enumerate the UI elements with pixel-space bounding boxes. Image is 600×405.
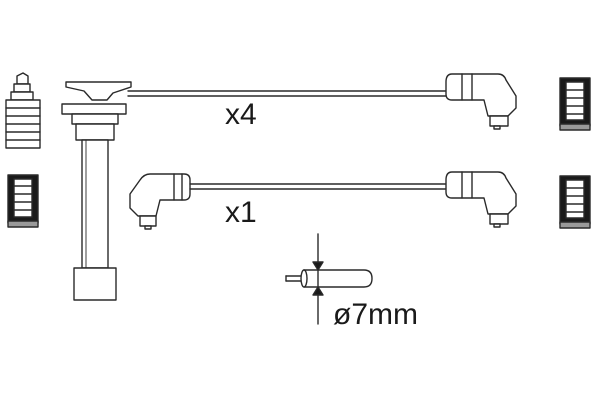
cable-diameter-callout bbox=[286, 234, 372, 324]
sleeve-boot-top-right bbox=[560, 78, 590, 130]
sleeve-boot-mid-right bbox=[560, 176, 590, 228]
diameter-label: ø7mm bbox=[333, 298, 418, 331]
right-angle-connector-short-right bbox=[446, 172, 516, 227]
coil-lead-x1 bbox=[190, 184, 448, 189]
quantity-label-short-lead: x1 bbox=[225, 196, 257, 229]
sleeve-boot-left bbox=[8, 175, 38, 227]
coil-lead-x4 bbox=[62, 82, 448, 300]
right-angle-connector-short-left bbox=[130, 174, 190, 229]
right-angle-connector-top bbox=[446, 74, 516, 129]
quantity-label-long-lead: x4 bbox=[225, 98, 257, 131]
spark-plug-terminal bbox=[6, 73, 40, 148]
